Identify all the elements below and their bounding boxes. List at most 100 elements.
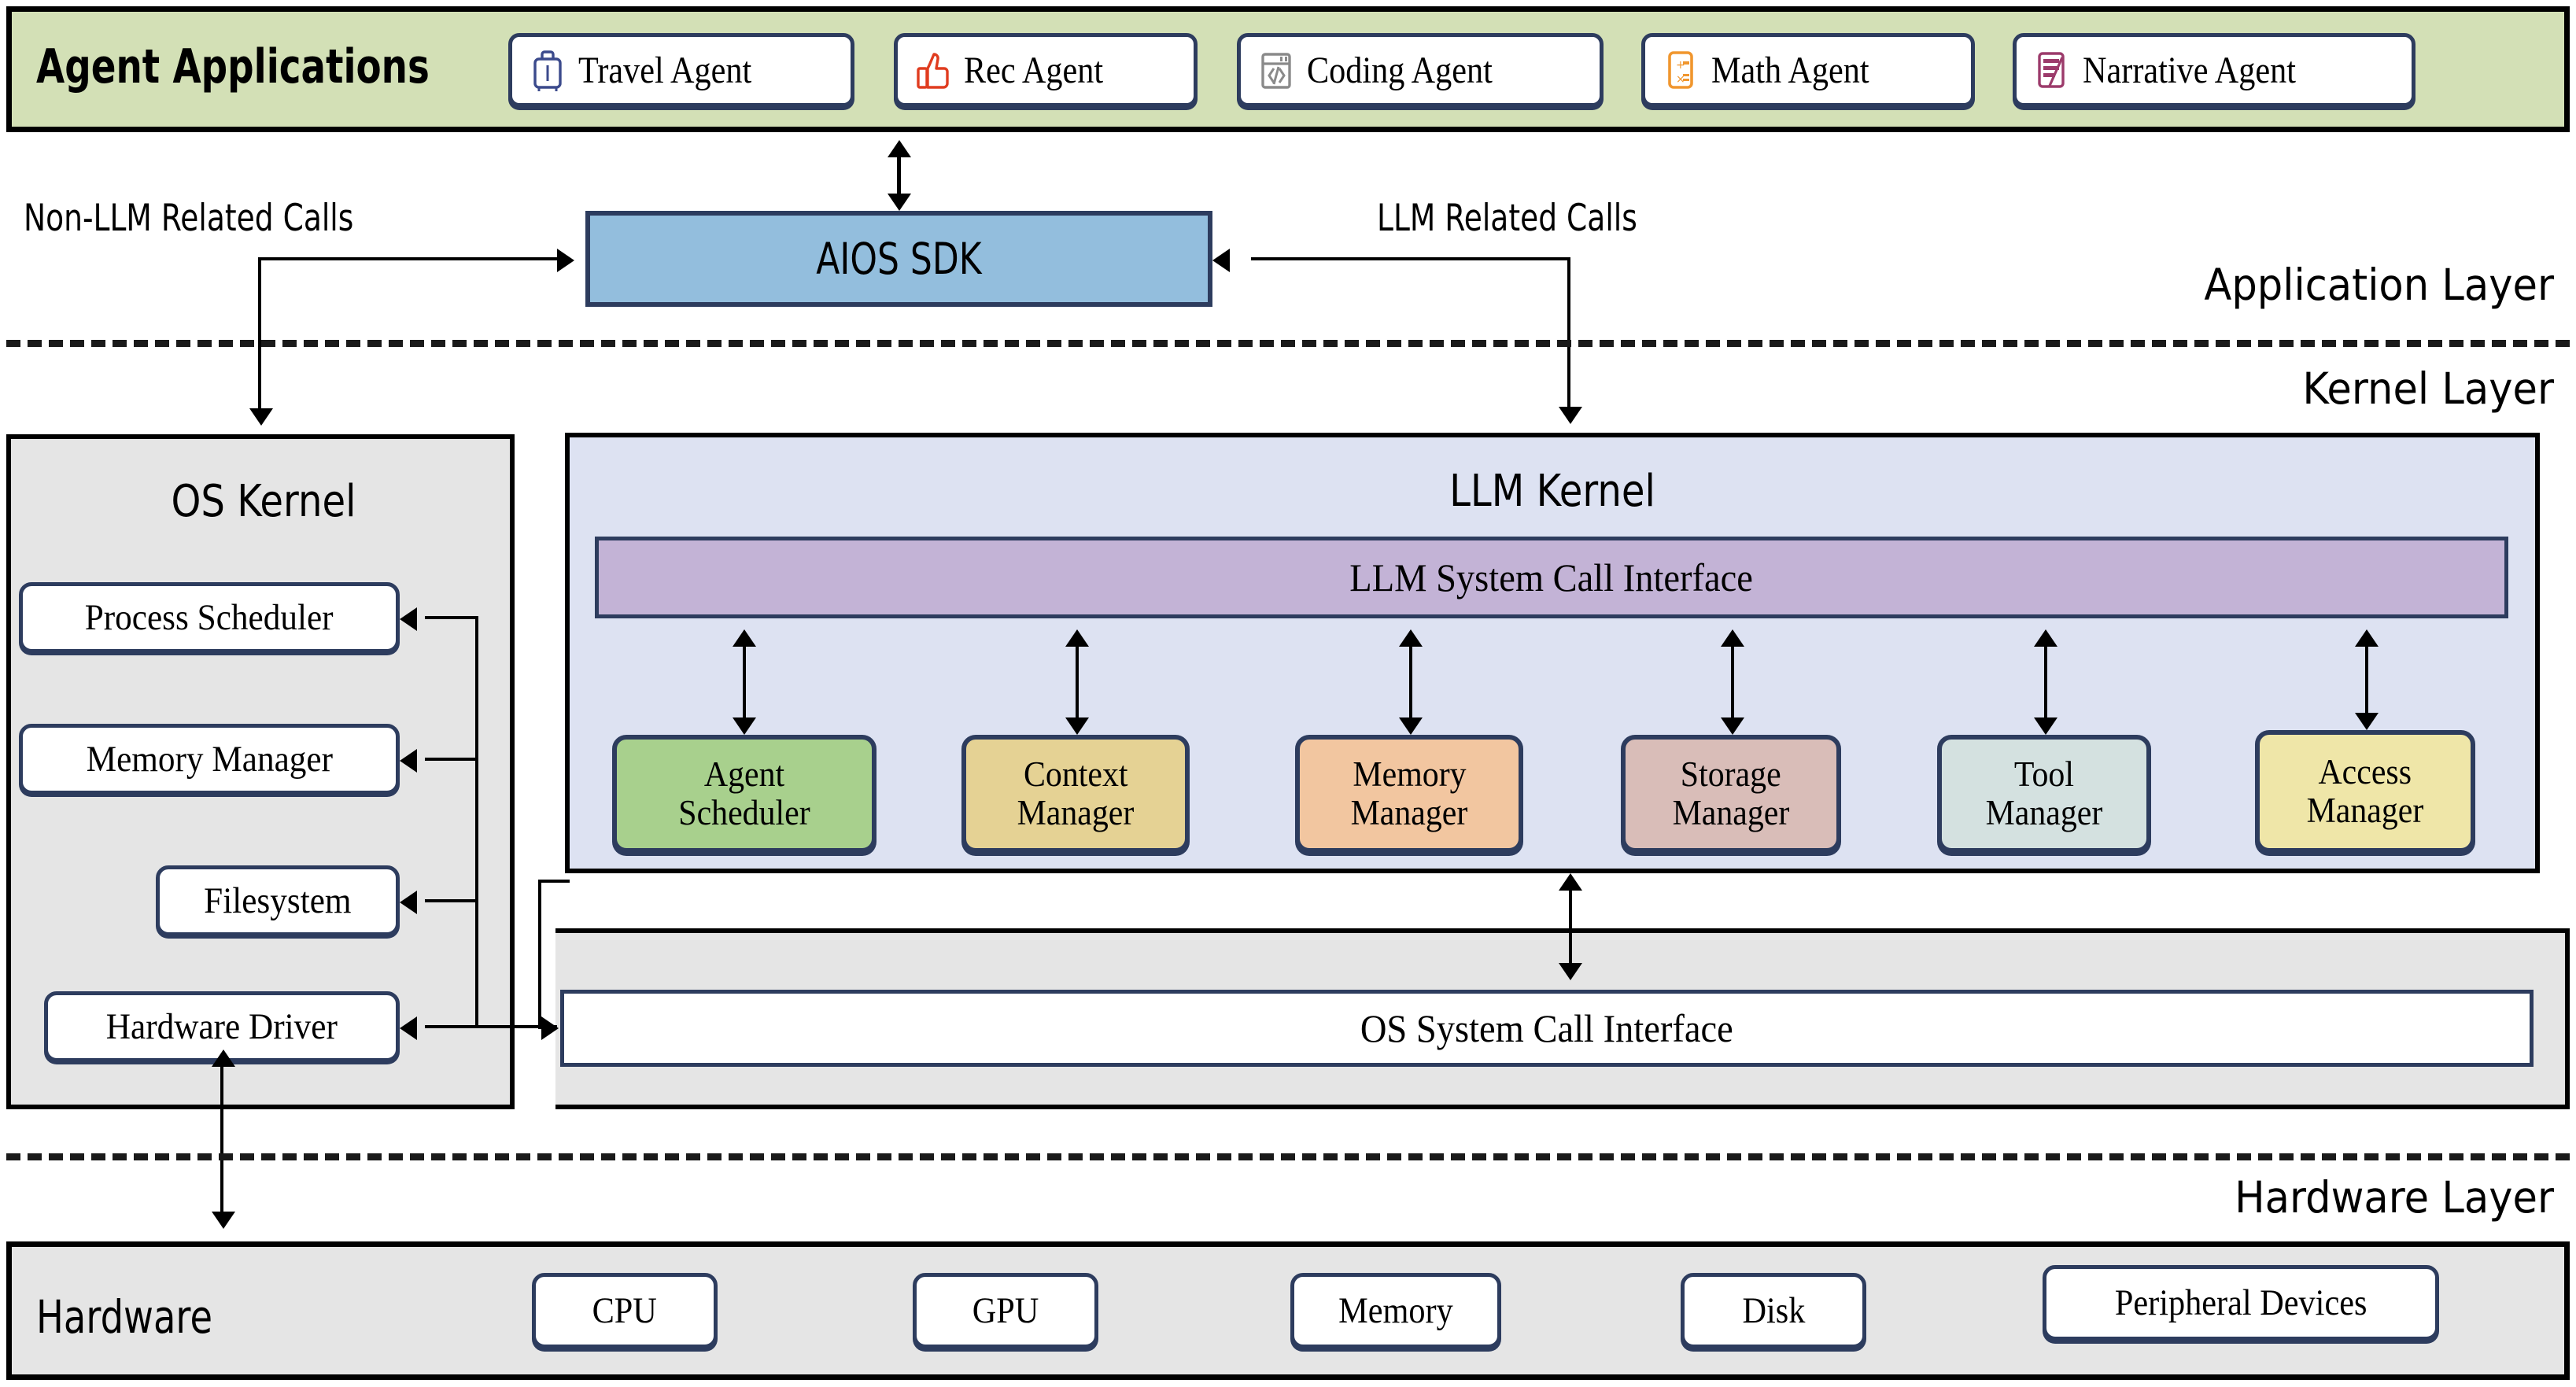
- svg-text:+: +: [1676, 59, 1685, 72]
- llm-manager-access-manager[interactable]: Access Manager: [2255, 730, 2475, 853]
- manager-label-line2: Manager: [1985, 793, 2103, 832]
- hardware-device-cpu[interactable]: CPU: [532, 1273, 718, 1348]
- arrow-head-right-into-sdk: [557, 249, 574, 272]
- agent-chip-label: Math Agent: [1711, 49, 1869, 91]
- calculator-icon: + ×: [1659, 48, 1702, 92]
- notepad-pencil-icon: [2031, 48, 2073, 92]
- arrow-head-left-scheduler: [400, 607, 417, 631]
- hardware-device-gpu[interactable]: GPU: [913, 1273, 1098, 1348]
- manager-label-line1: Memory: [1352, 754, 1467, 795]
- arrow-head-up-context-manager: [1065, 629, 1089, 647]
- os-system-call-interface[interactable]: OS System Call Interface: [560, 990, 2534, 1067]
- arrow-head-up-agent-scheduler: [733, 629, 756, 647]
- llm-manager-tool-manager[interactable]: Tool Manager: [1937, 735, 2151, 853]
- manager-label-line1: Access: [2318, 752, 2412, 792]
- os-bus-branch-memory: [425, 758, 478, 761]
- agent-chip-coding-agent[interactable]: Coding Agent: [1237, 33, 1604, 107]
- connector-memory-manager: [1409, 644, 1412, 721]
- arrow-head-left-driver: [400, 1016, 417, 1040]
- agent-chip-narrative-agent[interactable]: Narrative Agent: [2013, 33, 2415, 107]
- arrow-head-down-access-manager: [2355, 713, 2379, 730]
- arrow-head-down-memory-manager: [1399, 717, 1423, 735]
- os-internal-bus: [475, 616, 478, 1027]
- aios-sdk-box[interactable]: AIOS SDK: [585, 211, 1212, 307]
- os-bus-branch-scheduler: [425, 616, 478, 619]
- arrow-head-down-app-sdk: [888, 194, 911, 211]
- arrow-head-down-context-manager: [1065, 717, 1089, 735]
- arrow-head-down-storage-manager: [1721, 717, 1744, 735]
- arrow-head-down-agent-scheduler: [733, 717, 756, 735]
- arrow-head-left-filesystem: [400, 891, 417, 914]
- llm-manager-context-manager[interactable]: Context Manager: [961, 735, 1190, 853]
- os-bus-branch-driver: [425, 1025, 557, 1028]
- llm-kernel-panel: [565, 433, 2540, 873]
- connector-access-manager: [2365, 644, 2368, 716]
- non-llm-related-calls-label: Non-LLM Related Calls: [24, 197, 354, 240]
- divider-application-kernel: [6, 340, 2570, 347]
- os-system-call-interface-label: OS System Call Interface: [1360, 1006, 1733, 1050]
- manager-label-line1: Storage: [1681, 754, 1781, 795]
- llm-kernel-title: LLM Kernel: [1449, 466, 1655, 517]
- agent-chip-label: Coding Agent: [1307, 49, 1493, 91]
- hardware-device-label: CPU: [592, 1290, 658, 1331]
- connector-driver-hardware: [220, 1064, 223, 1216]
- connector-noncall-vertical: [258, 257, 261, 413]
- arrow-head-down-llm-kernel: [1559, 407, 1582, 424]
- arrow-head-right-os-syscall: [541, 1016, 559, 1040]
- os-module-label: Hardware Driver: [105, 1006, 338, 1047]
- kernel-layer-label: Kernel Layer: [2302, 363, 2554, 414]
- os-module-filesystem[interactable]: Filesystem: [156, 865, 400, 936]
- connector-app-sdk: [897, 154, 901, 195]
- arrow-head-up-access-manager: [2355, 629, 2379, 647]
- arrow-head-up-memory-manager: [1399, 629, 1423, 647]
- arrow-head-up-tool-manager: [2034, 629, 2057, 647]
- hardware-device-label: GPU: [972, 1290, 1039, 1331]
- hardware-layer-label: Hardware Layer: [2235, 1172, 2554, 1223]
- os-module-memory-manager[interactable]: Memory Manager: [19, 724, 400, 795]
- suitcase-icon: [526, 48, 569, 92]
- agent-chip-math-agent[interactable]: + × Math Agent: [1641, 33, 1975, 107]
- agent-chip-label: Narrative Agent: [2083, 49, 2296, 91]
- os-bus-branch-filesystem: [425, 899, 478, 902]
- manager-label-line2: Manager: [2306, 791, 2424, 830]
- aios-sdk-label: AIOS SDK: [816, 234, 982, 284]
- divider-kernel-hardware: [6, 1153, 2570, 1160]
- os-module-label: Filesystem: [204, 880, 352, 921]
- agent-chip-rec-agent[interactable]: Rec Agent: [894, 33, 1198, 107]
- llm-manager-storage-manager[interactable]: Storage Manager: [1621, 735, 1841, 853]
- connector-agent-scheduler: [743, 644, 746, 721]
- manager-label-line1: Context: [1023, 754, 1128, 795]
- arrow-head-left-memory: [400, 749, 417, 773]
- hardware-device-label: Peripheral Devices: [2114, 1282, 2367, 1323]
- connector-llmcall-horizontal: [1251, 257, 1570, 260]
- agent-chip-travel-agent[interactable]: Travel Agent: [508, 33, 854, 107]
- llm-manager-memory-manager[interactable]: Memory Manager: [1295, 735, 1523, 853]
- connector-storage-manager: [1731, 644, 1734, 721]
- llm-manager-agent-scheduler[interactable]: Agent Scheduler: [612, 735, 877, 853]
- connector-noncall-horizontal: [258, 257, 559, 260]
- manager-label-line2: Scheduler: [678, 793, 810, 832]
- hardware-device-label: Memory: [1338, 1290, 1453, 1331]
- application-band-title: Agent Applications: [36, 39, 430, 94]
- connector-llmcall-vertical: [1567, 257, 1570, 411]
- hardware-device-peripheral-devices[interactable]: Peripheral Devices: [2043, 1265, 2439, 1341]
- hardware-device-disk[interactable]: Disk: [1681, 1273, 1866, 1348]
- arrow-head-up-driver: [212, 1049, 235, 1067]
- llm-system-call-interface[interactable]: LLM System Call Interface: [595, 537, 2508, 618]
- svg-text:×: ×: [1676, 73, 1685, 86]
- connector-context-manager: [1076, 644, 1079, 721]
- hardware-band-title: Hardware: [36, 1290, 213, 1344]
- arrow-head-down-os-kernel: [249, 408, 273, 426]
- os-module-process-scheduler[interactable]: Process Scheduler: [19, 582, 400, 653]
- hardware-device-memory[interactable]: Memory: [1290, 1273, 1501, 1348]
- arrow-head-left-into-sdk: [1212, 249, 1230, 272]
- manager-label-line1: Tool: [2013, 754, 2075, 795]
- llm-system-call-interface-label: LLM System Call Interface: [1349, 555, 1754, 599]
- manager-label-line2: Manager: [1017, 793, 1135, 832]
- connector-llm-os-syscall: [1569, 887, 1572, 966]
- agent-chip-label: Travel Agent: [578, 49, 752, 91]
- arrow-head-up-llm-os-syscall: [1559, 873, 1582, 891]
- arrow-head-down-hardware: [212, 1212, 235, 1229]
- os-kernel-title: OS Kernel: [171, 476, 356, 527]
